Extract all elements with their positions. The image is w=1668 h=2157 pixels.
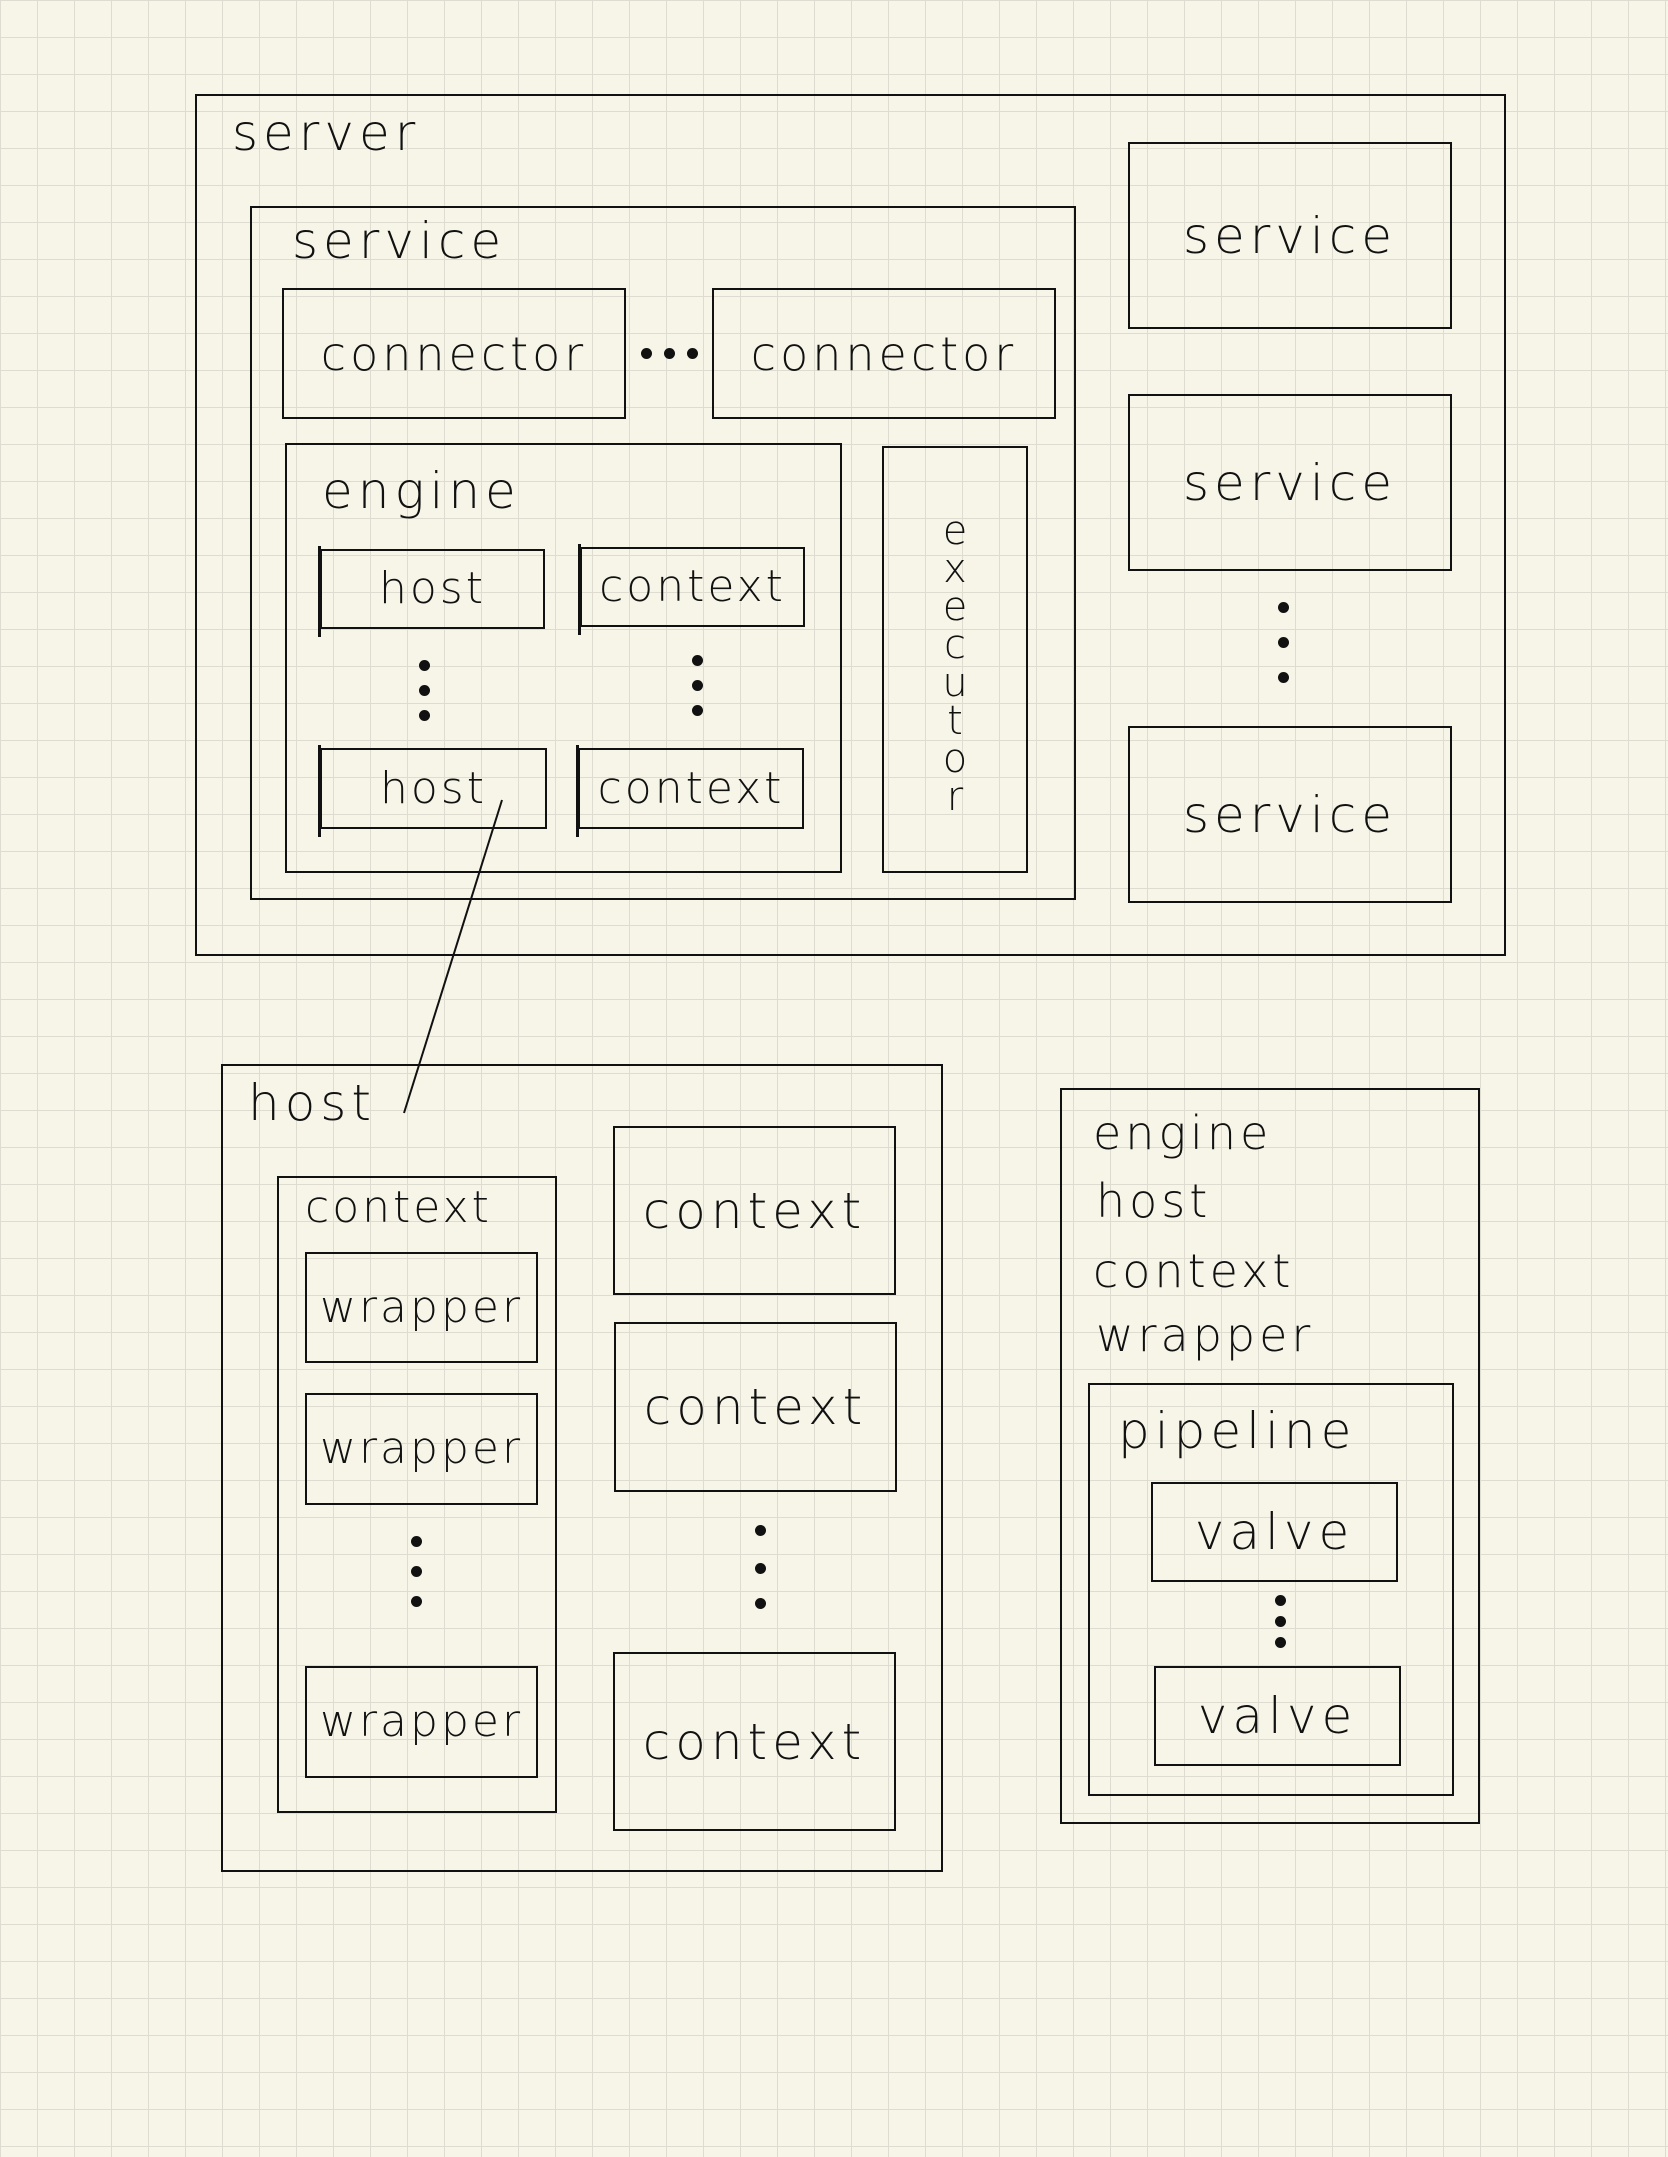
executor-letter: e [942, 584, 968, 630]
ellipsis-dot [419, 660, 430, 671]
wrapper-box-3: wrapper [305, 1666, 538, 1778]
pipeline-label: pipeline [1118, 1402, 1357, 1460]
legend-line-context: context [1093, 1244, 1295, 1298]
ellipsis-dot [411, 1536, 422, 1547]
service-label: service [292, 212, 507, 270]
context-box-top: context [580, 547, 805, 627]
ellipsis-dot [755, 1598, 766, 1609]
ellipsis-dot [419, 685, 430, 696]
context-label-top: context [599, 561, 786, 612]
executor-letter: o [942, 736, 968, 782]
wrapper-box-1: wrapper [305, 1252, 538, 1363]
context-box-right-2: context [614, 1322, 897, 1492]
host-detail-label: host [248, 1074, 376, 1132]
wrapper-label: wrapper [319, 1423, 524, 1474]
wrapper-label: wrapper [319, 1281, 524, 1333]
context-label-right: context [642, 1181, 867, 1240]
connector-box-left: connector [282, 288, 626, 419]
service-label-right: service [1182, 785, 1398, 844]
context-marker [576, 745, 579, 837]
ellipsis-dot [1278, 672, 1289, 683]
wrapper-label: wrapper [319, 1696, 524, 1747]
context-label-bottom: context [597, 762, 785, 814]
server-label: server [232, 104, 421, 162]
context-marker [578, 544, 581, 635]
ellipsis-dot [1278, 637, 1289, 648]
context-box-bottom: context [578, 748, 804, 829]
engine-box [285, 443, 842, 873]
legend-line-wrapper: wrapper [1096, 1308, 1315, 1362]
legend-line-host: host [1096, 1174, 1212, 1228]
service-box-right-1: service [1128, 142, 1452, 329]
executor-letter: u [942, 660, 968, 706]
context-detail-label: context [305, 1182, 492, 1233]
executor-box [882, 446, 1028, 873]
ellipsis-dot [1275, 1637, 1286, 1648]
executor-letter: t [947, 698, 963, 744]
wrapper-box-2: wrapper [305, 1393, 538, 1505]
ellipsis-dot [692, 705, 703, 716]
connector-box-right: connector [712, 288, 1056, 419]
ellipsis-dot [411, 1566, 422, 1577]
executor-letter: r [946, 774, 964, 820]
pipeline-box [1088, 1383, 1454, 1796]
connector-label-right: connector [750, 326, 1018, 381]
ellipsis-dot [692, 680, 703, 691]
context-label-right: context [642, 1712, 867, 1771]
connector-label-left: connector [320, 326, 588, 381]
context-box-right-3: context [613, 1652, 896, 1831]
ellipsis-dot [755, 1525, 766, 1536]
service-label-right: service [1182, 453, 1398, 512]
valve-box-1: valve [1151, 1482, 1398, 1582]
host-detail-box [221, 1064, 943, 1872]
legend-line-engine: engine [1093, 1106, 1273, 1160]
ellipsis-dot [1275, 1595, 1286, 1606]
ellipsis-dot [755, 1563, 766, 1574]
ellipsis-dot [419, 710, 430, 721]
engine-label: engine [322, 462, 521, 520]
service-box-right-2: service [1128, 394, 1452, 571]
ellipsis-dot [1278, 602, 1289, 613]
service-label-right: service [1182, 206, 1398, 265]
host-label-bottom: host [380, 762, 487, 814]
host-box-top: host [320, 549, 545, 629]
context-label-right: context [643, 1378, 868, 1436]
executor-letter: e [942, 508, 968, 554]
host-marker [318, 546, 321, 637]
context-box-right-1: context [613, 1126, 896, 1295]
host-box-bottom: host [320, 748, 547, 829]
executor-letter: x [943, 546, 967, 592]
ellipsis-dot [692, 655, 703, 666]
ellipsis-dot [687, 348, 698, 359]
valve-box-2: valve [1154, 1666, 1401, 1766]
host-label-top: host [379, 563, 486, 614]
ellipsis-dot [1275, 1616, 1286, 1627]
host-marker [318, 745, 321, 837]
ellipsis-dot [411, 1596, 422, 1607]
server-box [195, 94, 1506, 956]
ellipsis-dot [664, 348, 675, 359]
valve-label: valve [1194, 1503, 1355, 1561]
ellipsis-dot [641, 348, 652, 359]
service-box-right-3: service [1128, 726, 1452, 903]
context-detail-box [277, 1176, 557, 1813]
legend-box [1060, 1088, 1480, 1824]
valve-label: valve [1197, 1687, 1358, 1745]
executor-letter: c [944, 622, 966, 668]
service-box [250, 206, 1076, 900]
